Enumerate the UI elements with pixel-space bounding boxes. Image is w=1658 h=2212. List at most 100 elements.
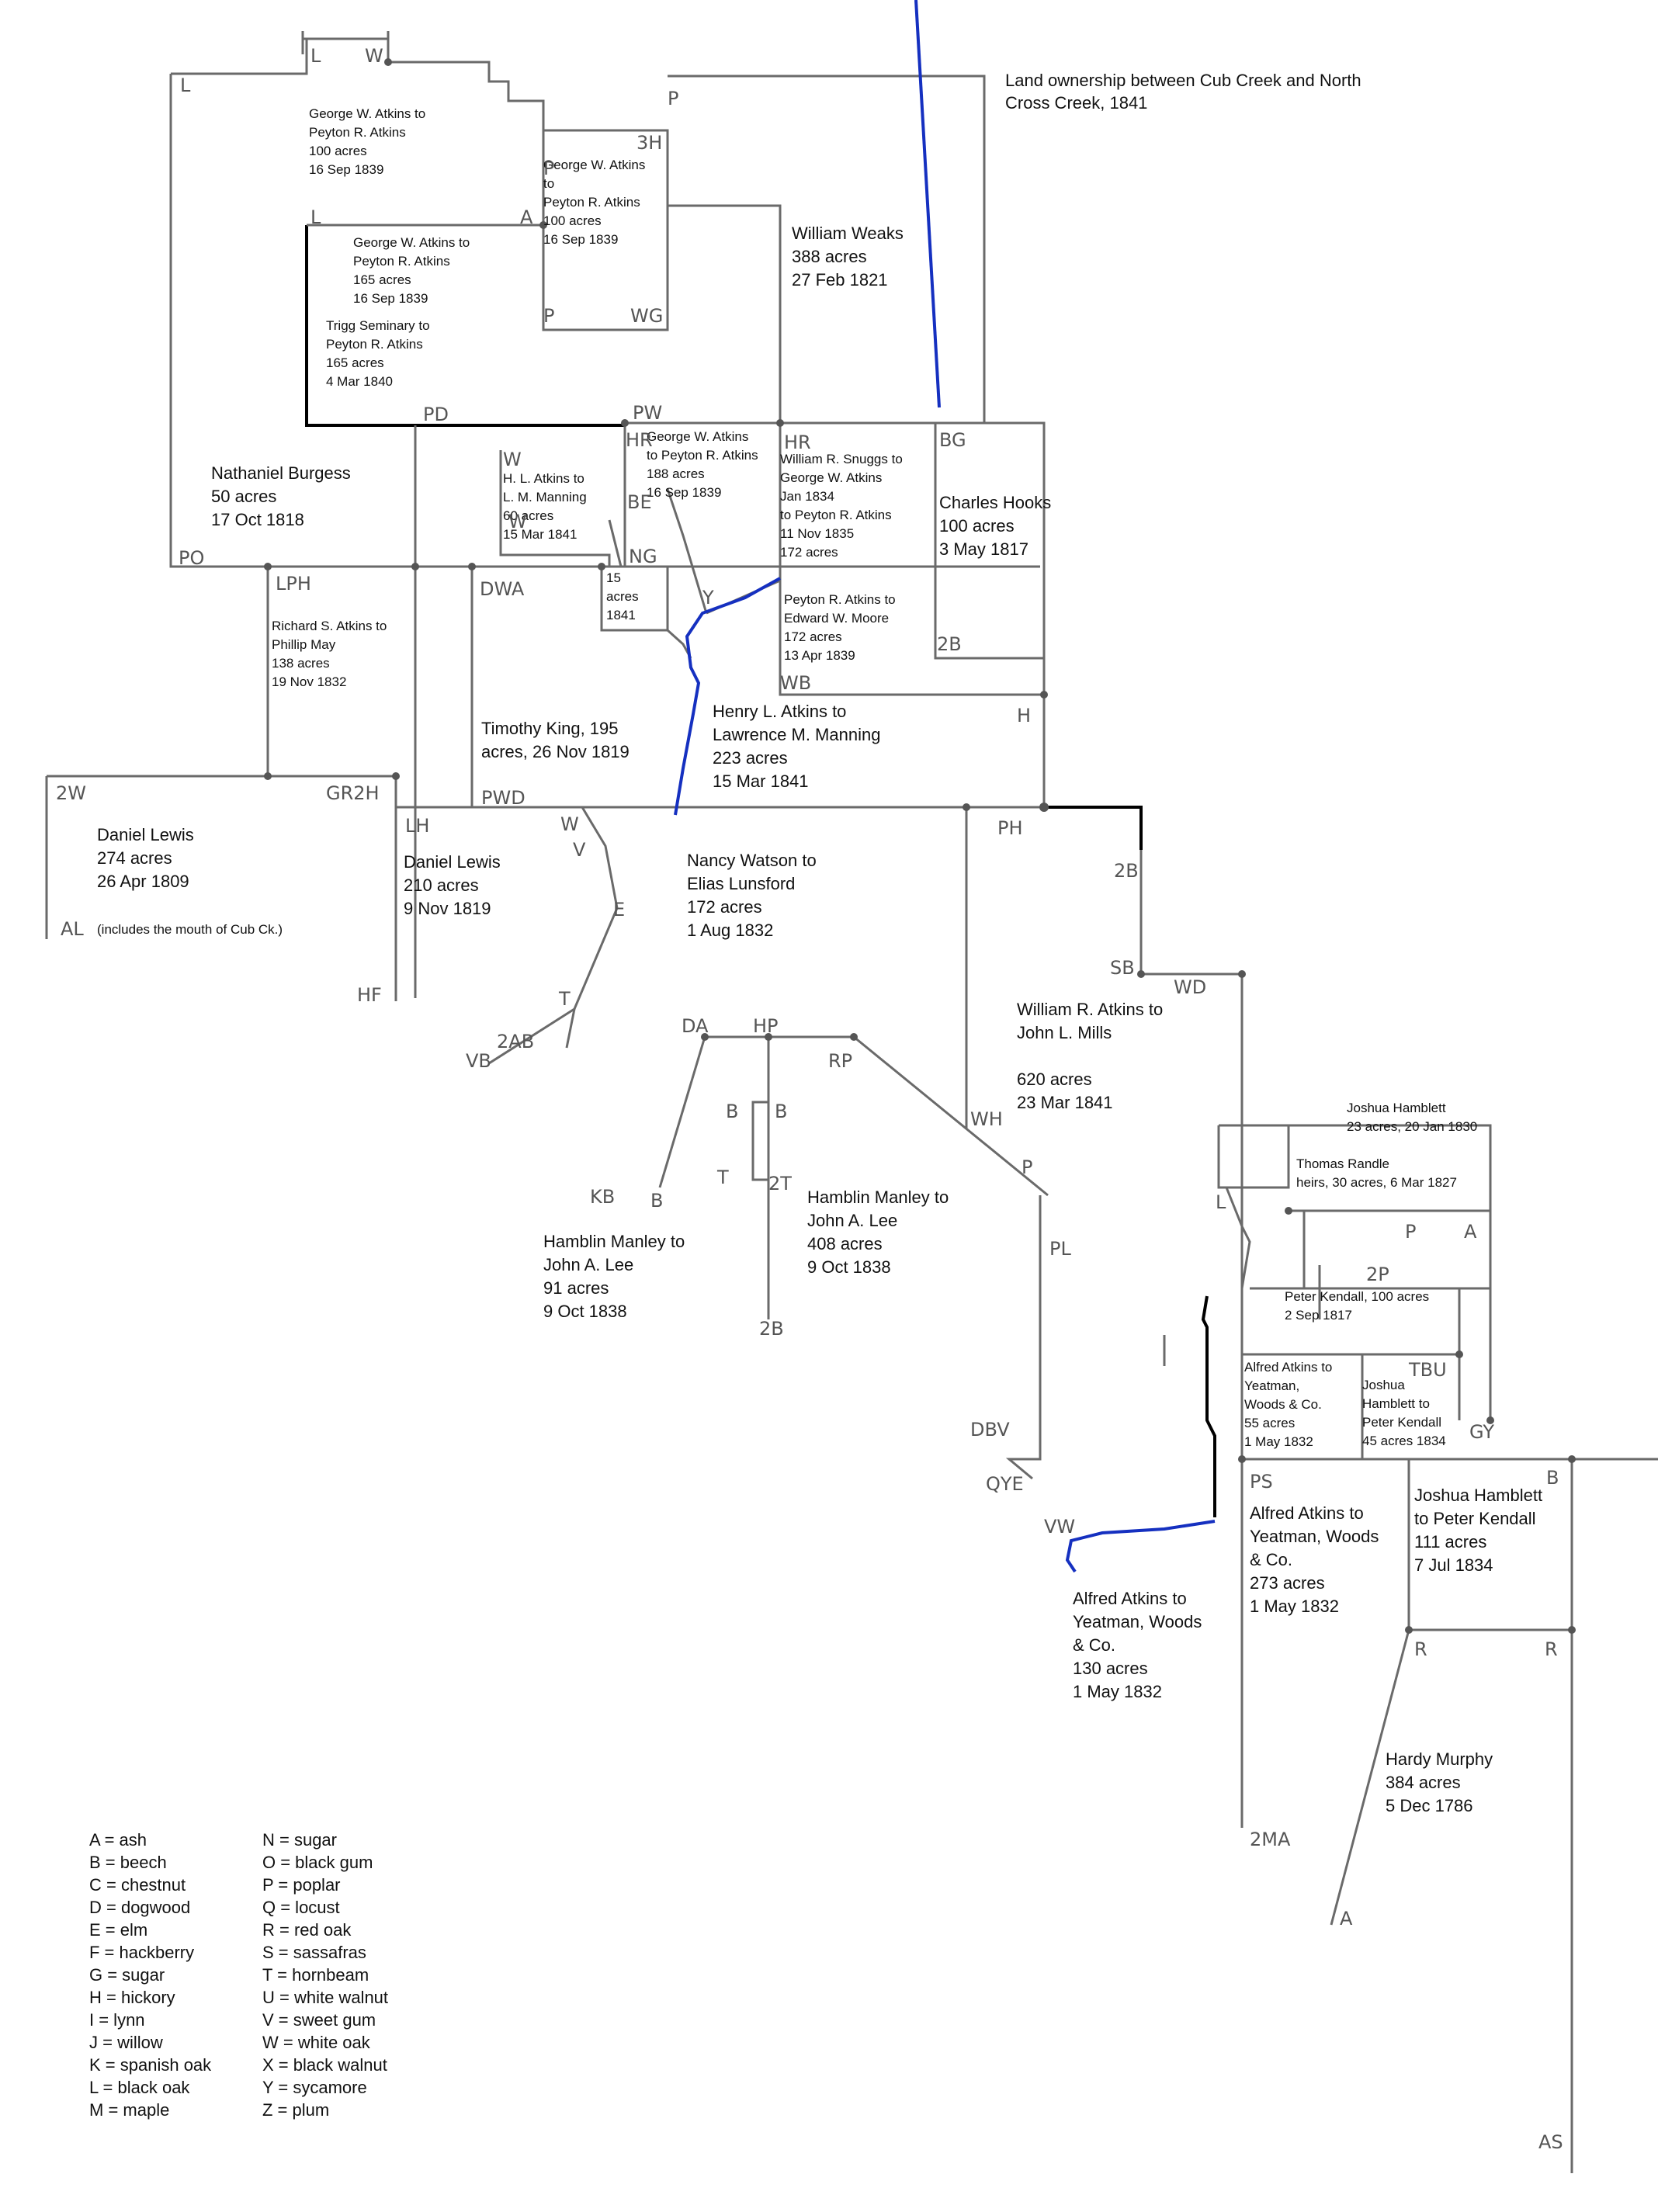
- tree-corner-label: DA: [682, 1015, 709, 1037]
- tract-label-line: Yeatman,: [1244, 1378, 1299, 1393]
- tract-label-line: William Weaks: [792, 224, 904, 243]
- tract-label: Daniel Lewis 210 acres 9 Nov 1819: [404, 852, 501, 918]
- tract-label-line: Hamblin Manley to: [807, 1187, 949, 1207]
- legend-entry: V = sweet gum: [262, 2010, 376, 2030]
- legend-entry: Q = locust: [262, 1898, 340, 1917]
- tract-label-line: 408 acres: [807, 1234, 883, 1253]
- tree-corner-label: L: [180, 75, 191, 96]
- tract-label-line: Daniel Lewis: [404, 852, 501, 872]
- tract-label-line: H. L. Atkins to: [503, 471, 584, 486]
- legend-entry: D = dogwood: [89, 1898, 190, 1917]
- tree-corner-label: WH: [970, 1108, 1003, 1130]
- tract-label-line: Joshua Hamblett: [1414, 1486, 1542, 1505]
- tree-corner-label: GY: [1469, 1421, 1494, 1443]
- tract-label-line: 55 acres: [1244, 1416, 1295, 1430]
- tract-label-line: 11 Nov 1835: [780, 526, 854, 541]
- tree-corner-label: B: [775, 1101, 787, 1122]
- tract-label-line: 19 Nov 1832: [272, 674, 346, 689]
- tree-corner-label: VB: [466, 1050, 491, 1072]
- tree-corner-label: 2MA: [1250, 1829, 1291, 1850]
- tract-label-line: 210 acres: [404, 875, 479, 895]
- tract-label: Hamblin Manley to John A. Lee 408 acres 9 O…: [807, 1187, 949, 1277]
- tree-corner-label: HP: [753, 1015, 779, 1037]
- tree-corner-label: LPH: [276, 573, 311, 595]
- tract-label-line: 388 acres: [792, 247, 867, 266]
- tree-corner-label: B: [650, 1190, 663, 1212]
- tract-label: (includes the mouth of Cub Ck.): [97, 922, 283, 937]
- tract-label-line: Peyton R. Atkins: [309, 125, 406, 140]
- tract-label-line: 172 acres: [687, 897, 762, 917]
- tract-label-line: 188 acres: [647, 466, 705, 481]
- legend-entry: J = willow: [89, 2033, 163, 2052]
- tract-label-line: 16 Sep 1839: [543, 232, 618, 247]
- tree-corner-label: BE: [627, 491, 652, 513]
- tree-corner-label: P: [1022, 1156, 1032, 1178]
- legend-entry: O = black gum: [262, 1853, 373, 1872]
- tract-label-line: Edward W. Moore: [784, 611, 889, 626]
- tract-label-line: John A. Lee: [807, 1211, 897, 1230]
- tract-label-line: 1 Aug 1832: [687, 921, 773, 940]
- tract-label-line: 23 acres, 20 Jan 1830: [1347, 1119, 1477, 1134]
- tract-label-line: to Peyton R. Atkins: [780, 508, 892, 522]
- tract-label-line: Richard S. Atkins to: [272, 619, 387, 633]
- tree-corner-label: W: [503, 449, 522, 470]
- legend-entry: T = hornbeam: [262, 1965, 369, 1985]
- tract-labels: George W. Atkins to Peyton R. Atkins 100 a…: [97, 106, 1542, 1815]
- tract-label-line: acres: [606, 589, 639, 604]
- tract-label-line: 130 acres: [1073, 1659, 1148, 1678]
- legend-entry: R = red oak: [262, 1920, 352, 1940]
- tract-label-line: John L. Mills: [1017, 1023, 1112, 1042]
- tree-corner-label: PW: [633, 402, 662, 424]
- tree-corner-label: 2W: [56, 782, 86, 804]
- tree-corner-label: QYE: [986, 1473, 1024, 1495]
- tract-label-line: George W. Atkins to: [353, 235, 470, 250]
- tract-label-line: Timothy King, 195: [481, 719, 619, 738]
- tract-label-line: 9 Nov 1819: [404, 899, 491, 918]
- legend-entry: Z = plum: [262, 2100, 329, 2120]
- legend-entry: L = black oak: [89, 2078, 190, 2097]
- tract-label-line: 2 Sep 1817: [1285, 1308, 1352, 1323]
- legend-entry: K = spanish oak: [89, 2055, 212, 2075]
- tract-label-line: Peyton R. Atkins: [326, 337, 423, 352]
- tract-label-line: 100 acres: [309, 144, 367, 158]
- tract-label-line: 100 acres: [543, 213, 602, 228]
- legend-entry: Y = sycamore: [262, 2078, 367, 2097]
- tract-label-line: to: [543, 176, 554, 191]
- tract-label-line: Jan 1834: [780, 489, 834, 504]
- legend-entry: A = ash: [89, 1830, 147, 1850]
- tree-corner-label: P: [668, 88, 678, 109]
- tree-corner-label: RP: [828, 1050, 852, 1072]
- legend-entry: G = sugar: [89, 1965, 165, 1985]
- tract-label-line: 1 May 1832: [1244, 1434, 1313, 1449]
- tree-corner-label: PO: [179, 547, 204, 569]
- tract-label-line: 16 Sep 1839: [309, 162, 383, 177]
- tract-label-line: 165 acres: [353, 272, 411, 287]
- tree-corner-label: B: [1546, 1467, 1559, 1489]
- tract-label-line: 384 acres: [1386, 1773, 1461, 1792]
- tract-label-line: L. M. Manning: [503, 490, 587, 504]
- tree-corner-label: W: [560, 813, 579, 835]
- tract-label-line: 9 Oct 1838: [807, 1257, 891, 1277]
- tree-corner-label: PH: [997, 817, 1023, 839]
- tree-corner-label: P: [1405, 1221, 1416, 1243]
- tract-label-line: Lawrence M. Manning: [713, 725, 880, 744]
- legend-entry: N = sugar: [262, 1830, 337, 1850]
- tree-corner-label: TBU: [1408, 1359, 1447, 1381]
- tract-label-line: Nancy Watson to: [687, 851, 817, 870]
- tree-corner-label: 2B: [759, 1318, 784, 1340]
- tree-corner-label: PL: [1049, 1238, 1071, 1260]
- tract-label-line: 26 Apr 1809: [97, 872, 189, 891]
- tract-label-line: 273 acres: [1250, 1573, 1325, 1593]
